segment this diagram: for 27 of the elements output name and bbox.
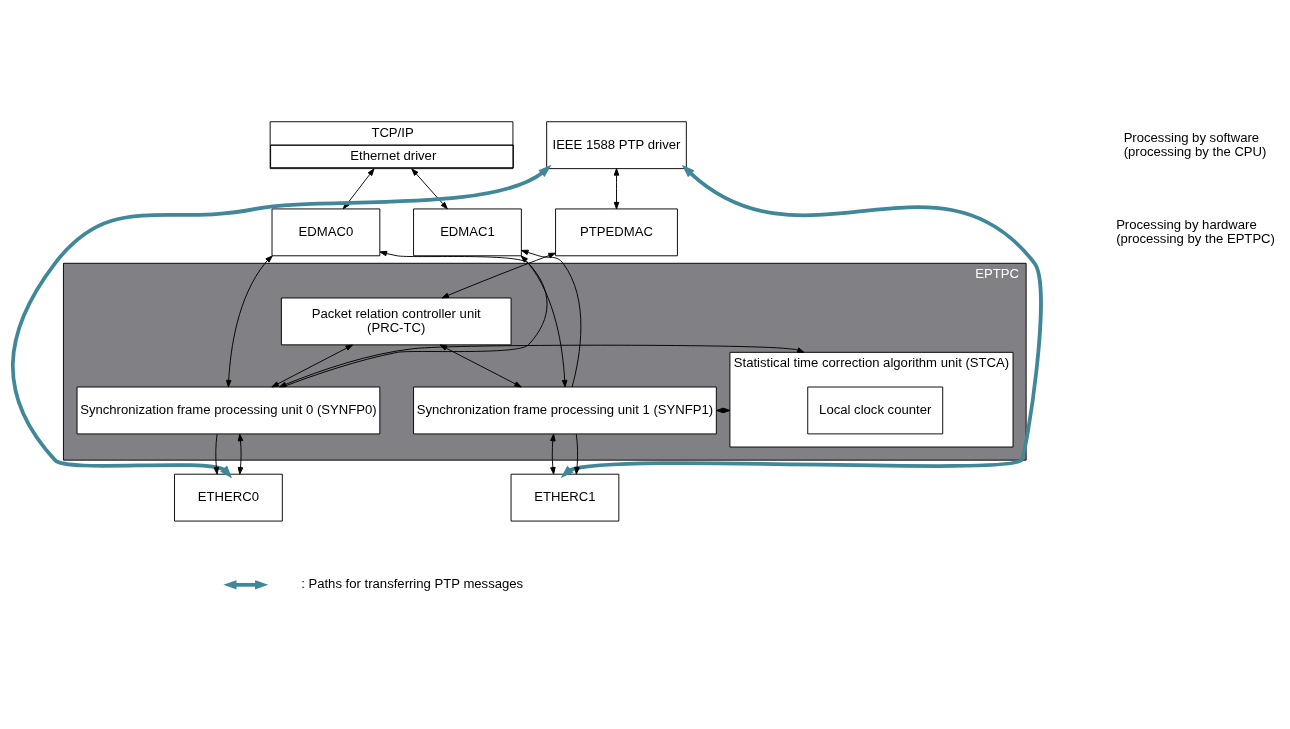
node-box: EDMAC0 — [271, 207, 381, 256]
arrow — [282, 250, 548, 387]
node-box: PTPEDMAC — [555, 207, 678, 256]
arrow — [11, 164, 552, 478]
arrow — [411, 168, 448, 209]
node-box: Packet relation controller unit (PRC-TC) — [280, 297, 512, 345]
node-box: ETHERC0 — [174, 473, 283, 522]
label: Processing by hardware (processing by the EPTPC) — [1116, 216, 1275, 246]
node-box: Synchronization frame processing unit 1 (SYNFP1) — [413, 386, 717, 434]
arrow — [550, 433, 556, 475]
node-box: IEEE 1588 PTP driver — [546, 120, 687, 169]
node-box: EDMAC1 — [413, 207, 522, 256]
arrow — [560, 164, 1043, 478]
arrow — [520, 255, 568, 387]
arrow — [613, 167, 620, 209]
arrow — [441, 252, 556, 298]
node-box: ETHERC1 — [510, 473, 620, 522]
arrow — [225, 255, 273, 387]
arrow — [237, 433, 244, 475]
arrow — [521, 249, 582, 387]
label: Processing by software (processing by the CPU) — [1123, 129, 1267, 159]
arrow — [271, 344, 354, 387]
arrow — [213, 433, 220, 475]
arrow — [574, 433, 580, 475]
node-box: Local clock counter — [807, 386, 944, 434]
node-box: Synchronization frame processing unit 0 (SYNFP0) — [76, 386, 381, 434]
legend-label: : Paths for transferring PTP messages — [301, 575, 524, 591]
